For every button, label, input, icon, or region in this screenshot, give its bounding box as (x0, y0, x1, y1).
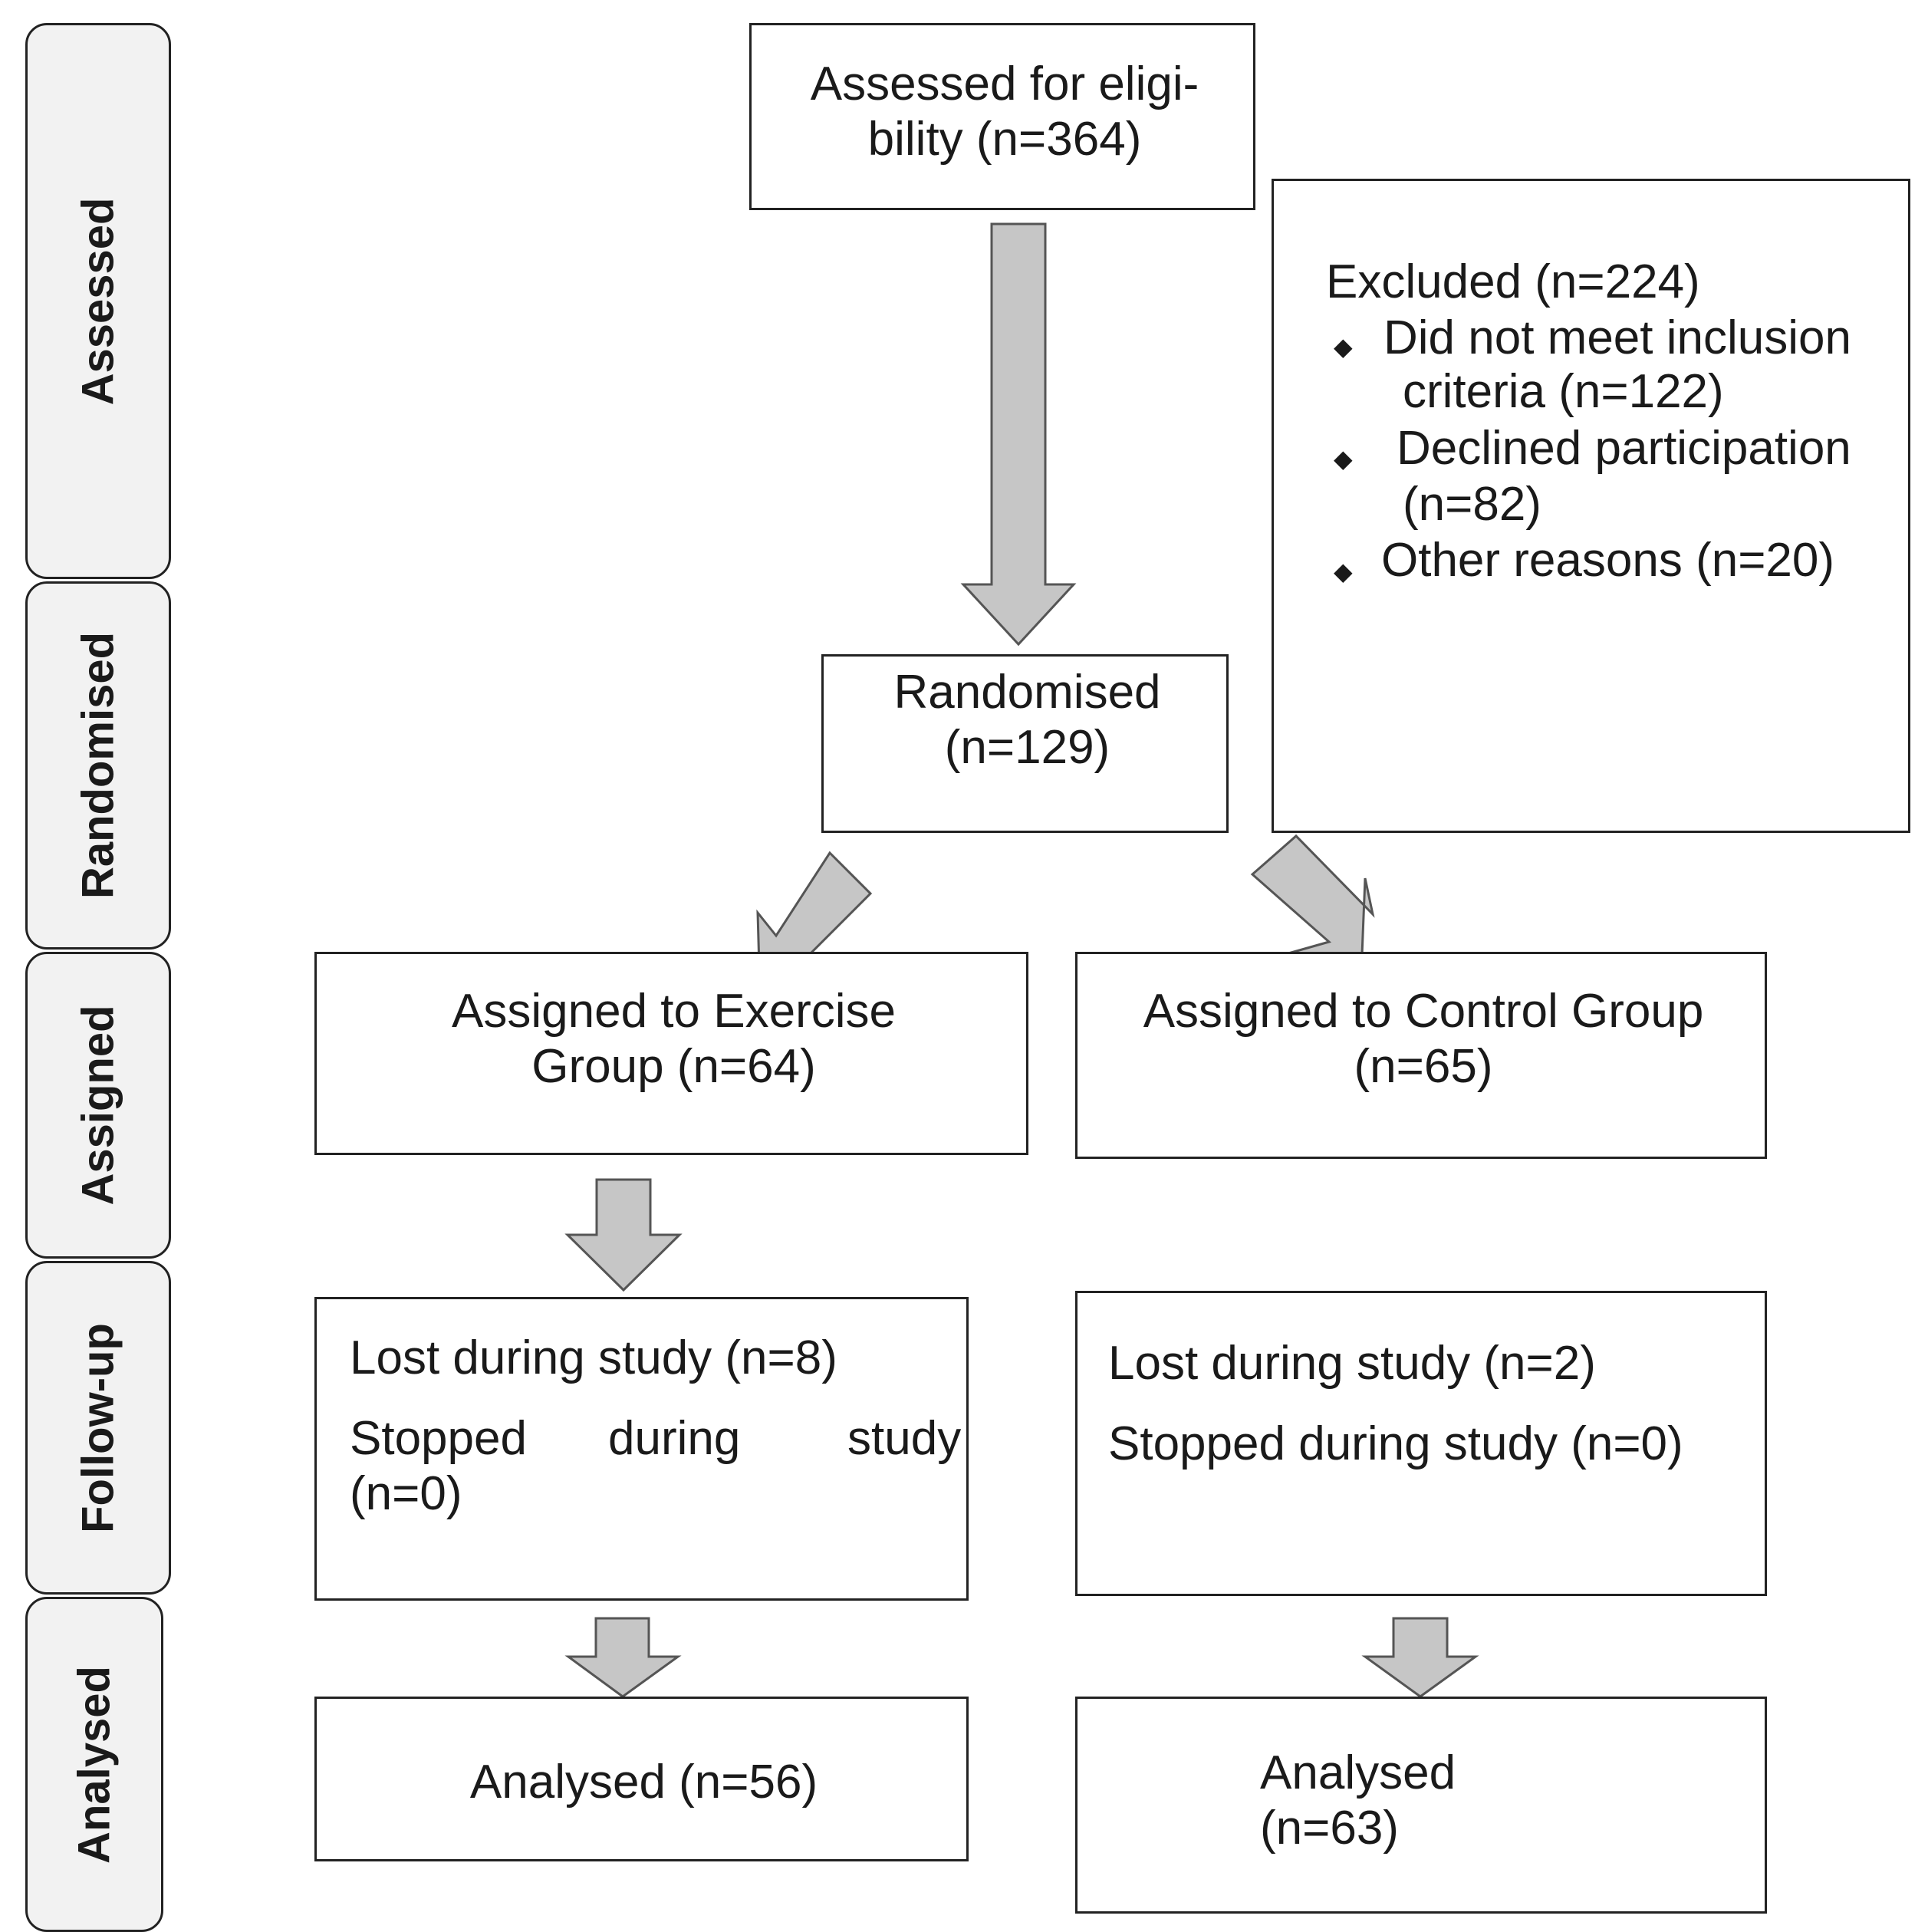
analysed-control-box: Analysed (n=63) (1075, 1697, 1767, 1914)
excluded-item-2-line2: (n=82) (1403, 478, 1541, 531)
eligibility-box: Assessed for eligi- bility (n=364) (749, 23, 1255, 210)
stage-tab-assigned: Assigned (25, 952, 171, 1259)
arrow-down-followup-exercise (564, 1178, 683, 1292)
stage-tab-analysed: Analysed (25, 1597, 163, 1932)
randomised-box: Randomised (n=129) (821, 654, 1229, 833)
excluded-box: Excluded (n=224) ◆ Did not meet inclusio… (1272, 179, 1910, 833)
exercise-group-box: Assigned to Exercise Group (n=64) (314, 952, 1028, 1155)
arrow-diagonal-control (1250, 834, 1375, 956)
followup-exercise-stopped-a: Stopped (350, 1412, 527, 1465)
stage-tab-randomised: Randomised (25, 581, 171, 950)
bullet-icon: ◆ (1334, 333, 1353, 360)
followup-exercise-stopped-c: study (847, 1412, 962, 1465)
control-line2: (n=65) (1354, 1040, 1493, 1093)
arrow-down-analysed-exercise (564, 1617, 682, 1698)
excluded-item-2-line1: Declined participation (1397, 422, 1851, 475)
followup-control-stopped: Stopped during study (n=0) (1108, 1417, 1683, 1470)
followup-control-box: Lost during study (n=2) Stopped during s… (1075, 1291, 1767, 1596)
eligibility-line1: Assessed for eligi- (810, 58, 1199, 110)
followup-exercise-box: Lost during study (n=8) Stopped during s… (314, 1297, 969, 1601)
randomised-line2: (n=129) (944, 721, 1110, 774)
control-group-box: Assigned to Control Group (n=65) (1075, 952, 1767, 1159)
randomised-line1: Randomised (893, 666, 1161, 719)
exercise-line1: Assigned to Exercise (452, 985, 896, 1038)
excluded-item-1-line1: Did not meet inclusion (1383, 311, 1851, 364)
eligibility-line2: bility (n=364) (867, 113, 1142, 166)
followup-exercise-stopped-d: (n=0) (350, 1467, 462, 1520)
followup-exercise-stopped-b: during (608, 1412, 741, 1465)
analysed-exercise-text: Analysed (n=56) (469, 1756, 818, 1809)
bullet-icon: ◆ (1334, 558, 1353, 585)
excluded-item-1-line2: criteria (n=122) (1403, 365, 1724, 418)
exercise-line2: Group (n=64) (531, 1040, 816, 1093)
followup-control-lost: Lost during study (n=2) (1108, 1337, 1596, 1390)
bullet-icon: ◆ (1334, 445, 1353, 472)
stage-tab-assessed: Assessed (25, 23, 171, 579)
analysed-control-line1: Analysed (1260, 1746, 1456, 1799)
excluded-item-3-line1: Other reasons (n=20) (1381, 534, 1835, 587)
followup-exercise-lost: Lost during study (n=8) (350, 1331, 837, 1384)
excluded-title: Excluded (n=224) (1326, 255, 1700, 308)
arrow-down-randomised (960, 222, 1077, 647)
stage-tab-followup: Follow-up (25, 1261, 171, 1595)
arrow-down-analysed-control (1361, 1617, 1479, 1698)
analysed-control-line2: (n=63) (1260, 1802, 1399, 1855)
analysed-exercise-box: Analysed (n=56) (314, 1697, 969, 1861)
control-line1: Assigned to Control Group (1143, 985, 1704, 1038)
